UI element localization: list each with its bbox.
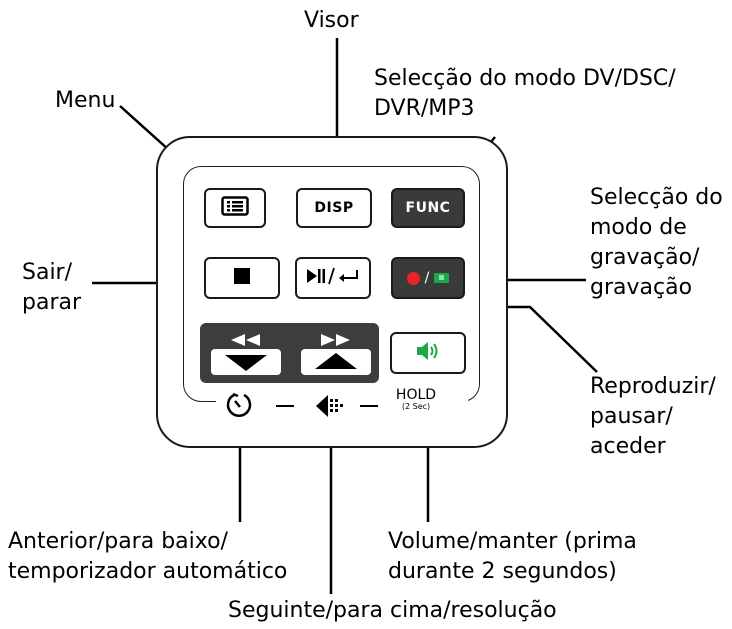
hold-text: HOLD [395,387,437,403]
fast-forward-icon [321,331,351,350]
record-dot-icon [406,271,420,285]
next-label: Seguinte/para cima/resolução [228,598,557,623]
volume-button[interactable] [390,332,466,374]
play-pause-label: Reproduzir/ pausar/ aceder [590,374,716,459]
previous-label: Anterior/para baixo/ temporizador automá… [8,529,288,584]
down-arrow-icon [225,355,267,375]
menu-list-icon [221,196,249,220]
resolution-icon [316,393,346,423]
func-button-label: FUNC [405,200,451,216]
forward-up-button[interactable] [292,323,380,383]
exit-stop-label: Sair/ parar [22,260,82,315]
play-pause-enter-icon [305,266,361,290]
record-mode-label: Selecção do modo de gravação/ gravação [590,185,723,300]
dash-left [276,405,294,407]
mode-select-label: Selecção do modo DV/DSC/ DVR/MP3 [374,66,676,121]
func-button[interactable]: FUNC [391,188,465,228]
stop-button[interactable] [204,257,280,299]
record-button[interactable]: / [391,257,465,299]
disp-button[interactable]: DISP [296,188,372,228]
stop-square-icon [234,268,250,288]
self-timer-icon [225,391,255,425]
rewind-down-button[interactable] [202,323,290,383]
play-pause-enter-button[interactable] [295,257,371,299]
up-arrow-icon [315,353,357,373]
menu-label: Menu [55,88,116,113]
bottom-row-gap [216,392,468,414]
hold-indicator: HOLD (2 Sec) [390,388,442,411]
visor-label: Visor [304,8,359,33]
hold-subtext: (2 Sec) [401,402,431,411]
speaker-icon [415,341,441,365]
photo-mode-icon [434,273,450,283]
rewind-icon [231,331,261,350]
disp-button-label: DISP [314,200,354,216]
dash-right [360,405,378,407]
menu-button[interactable] [204,188,266,228]
record-separator: / [424,270,430,286]
nav-rocker [200,323,379,383]
volume-label: Volume/manter (prima durante 2 segundos) [388,529,637,584]
